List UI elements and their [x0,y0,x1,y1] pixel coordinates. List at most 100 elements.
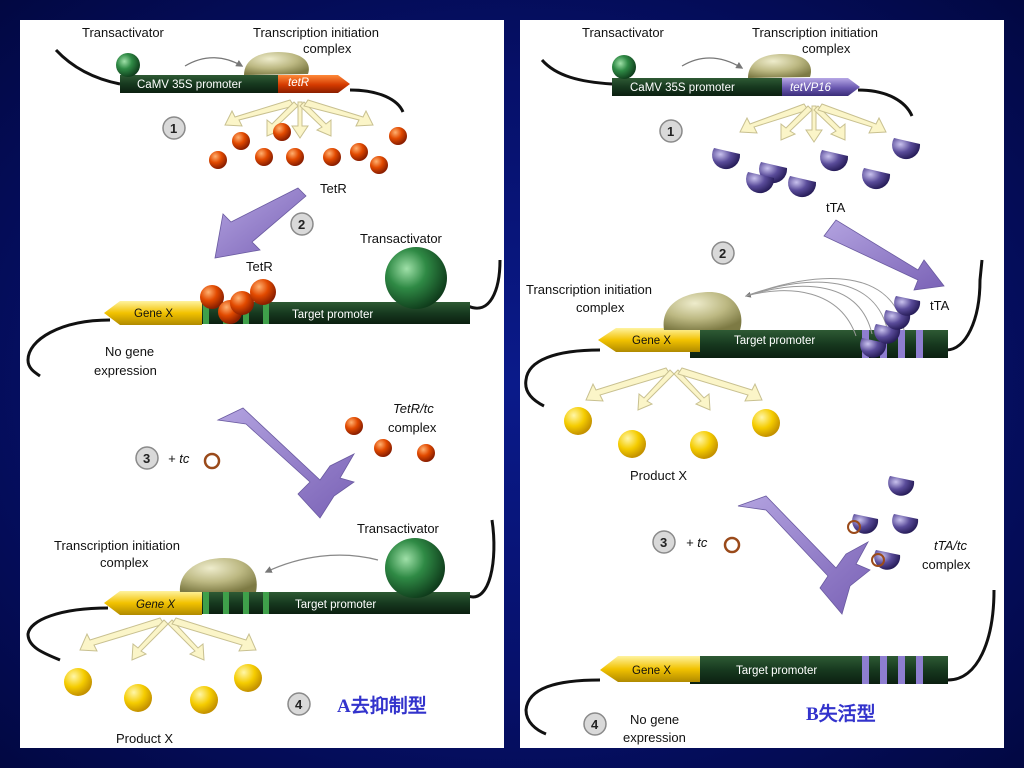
dna-strand-left [54,48,121,86]
dna-strand-mid-right [467,259,502,310]
dna-strand-mid-left [26,318,111,378]
no-expression-line1: No gene [105,344,154,359]
transactivator-small [116,53,140,77]
bot-transactivator-label: Transactivator [357,521,440,536]
tta-cones [712,138,921,198]
curved-arrow-top [184,57,244,67]
b-mid-tta-label: tTA [930,298,950,313]
fan-arrows-4 [79,617,257,661]
tetvp16-gene-label: tetVP16 [790,82,832,94]
mid-tetr-label: TetR [246,259,273,274]
b-target-promoter-label-1: Target promoter [734,335,815,347]
panel-a-caption: A去抑制型 [337,694,427,717]
b-top-tic-label-line2: complex [802,41,851,56]
b-dna-strand-mid-right [945,259,984,352]
top-tic-label-line2: complex [303,41,352,56]
step-1-number: 1 [170,121,177,136]
tetr-tc-complex-line2: complex [388,420,437,435]
b-tta-tc-complex-line2: complex [922,557,971,572]
b-tic-blob-top [748,54,811,78]
panel-a: Transactivator Transcription initiation … [20,20,504,748]
gene-x-label-2: Gene X [136,599,176,611]
tetvp16-gene-arrow [782,78,860,96]
tetr-gene-label: tetR [288,77,309,89]
transactivator-large-bottom [385,538,445,598]
b-dna-strand-left [540,58,613,86]
b-product-x-label: Product X [630,468,687,483]
b-gene-x-arrow-1 [598,328,700,352]
b-forked-arrow-step3 [737,495,871,615]
tetr-gene-arrow [278,75,350,93]
bot-tic-label-line1: Transcription initiation [54,538,180,553]
mid-transactivator-label: Transactivator [360,231,443,246]
b-tic-blob-mid [663,292,742,330]
operator-stripes-2 [203,592,269,614]
b-step-3-number: 3 [660,535,667,550]
bot-tic-label-line2: complex [100,555,149,570]
b-gene-x-label-1: Gene X [632,335,671,347]
b-step-4-badge [583,712,607,736]
panel-b-diagram: Transactivator Transcription initiation … [524,25,996,745]
tetr-balls [209,123,407,174]
tetr-tc-complex-balls [345,417,435,462]
target-promoter-bar-2 [190,592,470,614]
step-4-number: 4 [295,697,303,712]
gene-x-label-1: Gene X [134,308,173,320]
b-tta-tc-complex-line1: tTA/tc [934,538,967,553]
dna-strand-bot-left [26,606,109,662]
fan-arrows-1 [224,99,374,139]
b-dna-strand-right [857,88,914,117]
b-product-x-balls [564,407,780,459]
b-step-2-number: 2 [719,246,726,261]
b-transactivator-small [612,55,636,79]
camv35s-promoter-label: CaMV 35S promoter [137,79,242,91]
b-curved-arrows-mid [744,278,905,337]
target-promoter-bar-1 [190,302,470,324]
b-step-1-badge [659,119,683,143]
dna-strand-bot-right [467,519,496,599]
b-dna-strand-bot-right [947,589,996,682]
top-tic-label-line1: Transcription initiation [253,25,379,40]
panel-b-caption: B失活型 [806,702,876,725]
b-dna-strand-mid-left [524,348,601,408]
b-target-promoter-bar-1 [690,330,948,358]
b-camv35s-promoter-label: CaMV 35S promoter [630,82,735,94]
b-tc-ring [723,536,741,554]
step-3-number: 3 [143,451,150,466]
curved-arrow-bottom [264,554,379,573]
tta-bound [860,296,921,358]
b-curved-arrow-top [681,57,744,69]
b-mid-tic-label-line1: Transcription initiation [526,282,652,297]
transactivator-large-mid [385,247,447,309]
b-big-arrow-step2 [823,219,945,291]
panel-b: Transactivator Transcription initiation … [520,20,1004,748]
tc-ring [203,452,221,470]
b-fan-arrows-2 [585,367,763,411]
panel-a-diagram: Transactivator Transcription initiation … [26,25,502,746]
b-top-transactivator-label: Transactivator [582,25,665,40]
b-gene-x-label-2: Gene X [632,665,671,677]
b-target-promoter-bar-2 [690,656,948,684]
camv35s-promoter-bar [120,75,280,93]
b-step-4-number: 4 [591,717,599,732]
b-operator-stripes-2 [862,656,923,684]
product-x-label: Product X [116,731,173,746]
b-gene-x-arrow-2 [600,656,700,682]
b-mid-tic-label-line2: complex [576,300,625,315]
b-fan-arrows-1 [739,103,887,143]
b-target-promoter-label-2: Target promoter [736,665,817,677]
b-step-1-number: 1 [667,124,674,139]
b-no-expression-line1: No gene [630,712,679,727]
tta-label: tTA [826,200,846,215]
tic-blob-top [244,52,309,75]
b-top-tic-label-line1: Transcription initiation [752,25,878,40]
gene-x-arrow-2 [104,591,202,615]
target-promoter-label-1: Target promoter [292,309,373,321]
step-4-badge [287,692,311,716]
b-plus-tc-label: + tc [686,535,708,550]
no-expression-line2: expression [94,363,157,378]
step-2-badge [290,212,314,236]
b-step-2-badge [711,241,735,265]
tic-blob-bottom [179,558,257,592]
dna-strand-right [349,88,405,113]
